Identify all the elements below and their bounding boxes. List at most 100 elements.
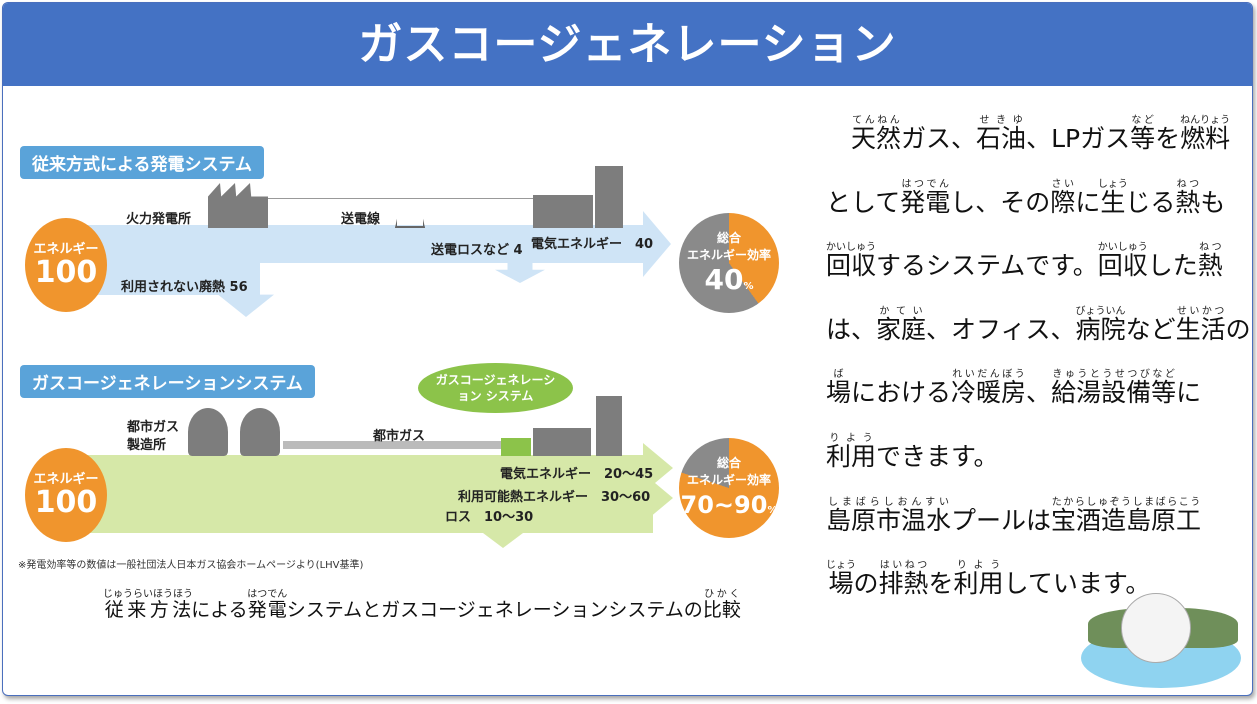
- energy-flow-arrow: [63, 225, 668, 263]
- cogen-bubble: ガスコージェネレーション システム: [418, 363, 573, 413]
- furigana: ねんりょう: [1180, 115, 1231, 126]
- text-segment: を: [928, 569, 954, 599]
- furigana: じょう: [826, 560, 856, 572]
- furigana: かいしゅう: [1097, 242, 1148, 254]
- ruby-word: 利用りよう: [953, 560, 1004, 599]
- mascot-icon: [1121, 593, 1191, 663]
- furigana: など: [1130, 115, 1156, 126]
- cogen-unit-icon: [501, 438, 531, 456]
- text-segment: できます。: [876, 442, 999, 471]
- text-segment: システムとガスコージェネレーションシステムの: [286, 599, 703, 621]
- text-segment: による: [191, 599, 248, 621]
- energy-label: エネルギー: [33, 472, 99, 487]
- ruby-word: 冷暖房れいだんぼう: [951, 369, 1027, 408]
- furigana: れいだんぼう: [951, 369, 1027, 381]
- source-note: ※発電効率等の数値は一般社団法人日本ガス協会ホームページより(LHV基準): [18, 560, 364, 571]
- ruby-word: 発電はつでん: [247, 589, 288, 621]
- furigana: かてい: [876, 305, 927, 317]
- text-segment: じる: [1125, 187, 1176, 217]
- text-segment: 、オフィス、: [926, 314, 1076, 344]
- ruby-word: 生しょう: [1097, 178, 1128, 217]
- text-segment: し、その: [950, 187, 1051, 217]
- furigana: りよう: [826, 433, 876, 444]
- factory-icon: [533, 195, 593, 228]
- text-segment: に: [1176, 378, 1202, 408]
- ruby-word: 家庭かてい: [876, 305, 927, 344]
- furigana: しまばらしおんすい: [826, 496, 952, 508]
- furigana: びょういん: [1075, 305, 1126, 317]
- text-segment: は、: [826, 314, 877, 344]
- furigana: はつでん: [900, 178, 951, 190]
- text-segment: など: [1125, 314, 1176, 344]
- slide-title: ガスコージェネレーション: [3, 3, 1252, 86]
- furigana: きゅうとうせつびなど: [1051, 369, 1177, 381]
- energy-value: 100: [34, 485, 98, 520]
- gas-plant-label: 都市ガス 製造所: [127, 420, 180, 453]
- electric-label: 電気エネルギー 40: [531, 237, 654, 252]
- furigana: じゅうらいほうほう: [103, 589, 193, 600]
- ruby-word: 燃料ねんりょう: [1180, 115, 1231, 153]
- gas-tank-icon: [240, 408, 280, 456]
- text-segment: [826, 124, 851, 153]
- ruby-word: 回収かいしゅう: [826, 242, 877, 281]
- furigana: はいねつ: [878, 560, 929, 572]
- body-line: は、家庭かてい、オフィス、病院びょういんなど生活せいかつの: [826, 306, 1251, 346]
- loss-label: 送電ロスなど 4: [431, 243, 523, 258]
- cogen-heading: ガスコージェネレーションシステム: [20, 365, 315, 398]
- ruby-word: 天然てんねん: [851, 115, 902, 153]
- furigana: かいしゅう: [826, 242, 877, 254]
- ruby-word: 場じょう: [826, 560, 856, 599]
- loss-label: ロス 10〜30: [445, 510, 534, 525]
- text-segment: の: [1225, 314, 1251, 344]
- efficiency-pie: 総合 エネルギー効率 70~90%: [679, 438, 779, 538]
- furigana: ねつ: [1175, 178, 1201, 190]
- energy-input-circle: エネルギー 100: [25, 218, 107, 312]
- furigana: たからしゅぞうしまばらこう: [1051, 496, 1202, 508]
- ruby-word: 等など: [1130, 115, 1156, 153]
- furigana: ば: [826, 369, 851, 381]
- ruby-word: 発電はつでん: [900, 178, 951, 217]
- gas-tank-icon: [188, 408, 228, 456]
- ruby-word: 生活せいかつ: [1175, 305, 1226, 344]
- ruby-word: 石油せきゆ: [976, 115, 1027, 153]
- gas-pipe: [283, 441, 503, 449]
- ruby-word: 利用りよう: [826, 433, 877, 471]
- eff-title: 総合: [716, 456, 741, 470]
- building-icon: [596, 396, 622, 456]
- text-segment: における: [851, 378, 952, 408]
- eff-value: 70~90: [680, 491, 768, 519]
- text-segment: に: [1075, 187, 1101, 217]
- diagram-caption: 従来方法じゅうらいほうほうによる発電はつでんシステムとガスコージェネレーションシ…: [103, 589, 741, 622]
- plant-label: 火力発電所: [126, 212, 192, 227]
- ruby-word: 熱ねつ: [1175, 178, 1201, 217]
- eff-value: 40: [704, 263, 744, 296]
- text-segment: するシステムです。: [876, 251, 1098, 281]
- furigana: さい: [1050, 178, 1076, 190]
- body-line: 場じょうの排熱はいねつを利用りようしています。: [826, 560, 1150, 600]
- power-line: [268, 198, 538, 199]
- power-plant-icon: [208, 183, 268, 228]
- ruby-word: 給湯設備等きゅうとうせつびなど: [1051, 369, 1177, 408]
- ruby-word: 宝酒造島原工たからしゅぞうしまばらこう: [1051, 496, 1202, 535]
- factory-icon: [533, 428, 591, 456]
- body-line: 場ばにおける冷暖房れいだんぼう、給湯設備等きゅうとうせつびなどに: [826, 369, 1201, 409]
- ruby-word: 際さい: [1050, 178, 1076, 217]
- furigana: ひかく: [702, 589, 741, 600]
- efficiency-pie: 総合 エネルギー効率 40%: [679, 213, 779, 313]
- furigana: ねつ: [1197, 242, 1223, 254]
- furigana: せいかつ: [1175, 305, 1226, 317]
- electric-label: 電気エネルギー 20〜45: [500, 467, 654, 482]
- text-segment: プールは: [951, 505, 1052, 535]
- text-segment: として: [826, 187, 901, 217]
- body-line: 島原市温水しまばらしおんすいプールは宝酒造島原工たからしゅぞうしまばらこう: [826, 497, 1201, 537]
- loss-arrow: [495, 261, 545, 283]
- ruby-word: 比較ひかく: [702, 589, 741, 621]
- text-segment: しています。: [1003, 569, 1151, 599]
- gas-line-label: 都市ガス: [373, 429, 426, 444]
- body-line: として発電はつでんし、その際さいに生しょうじる熱ねつも: [826, 179, 1225, 219]
- energy-input-circle: エネルギー 100: [25, 448, 107, 542]
- eff-title: エネルギー効率: [686, 473, 771, 487]
- text-segment: ガス、: [901, 124, 977, 153]
- ruby-word: 従来方法じゅうらいほうほう: [103, 589, 193, 621]
- heat-label: 利用可能熱エネルギー 30〜60: [458, 490, 651, 505]
